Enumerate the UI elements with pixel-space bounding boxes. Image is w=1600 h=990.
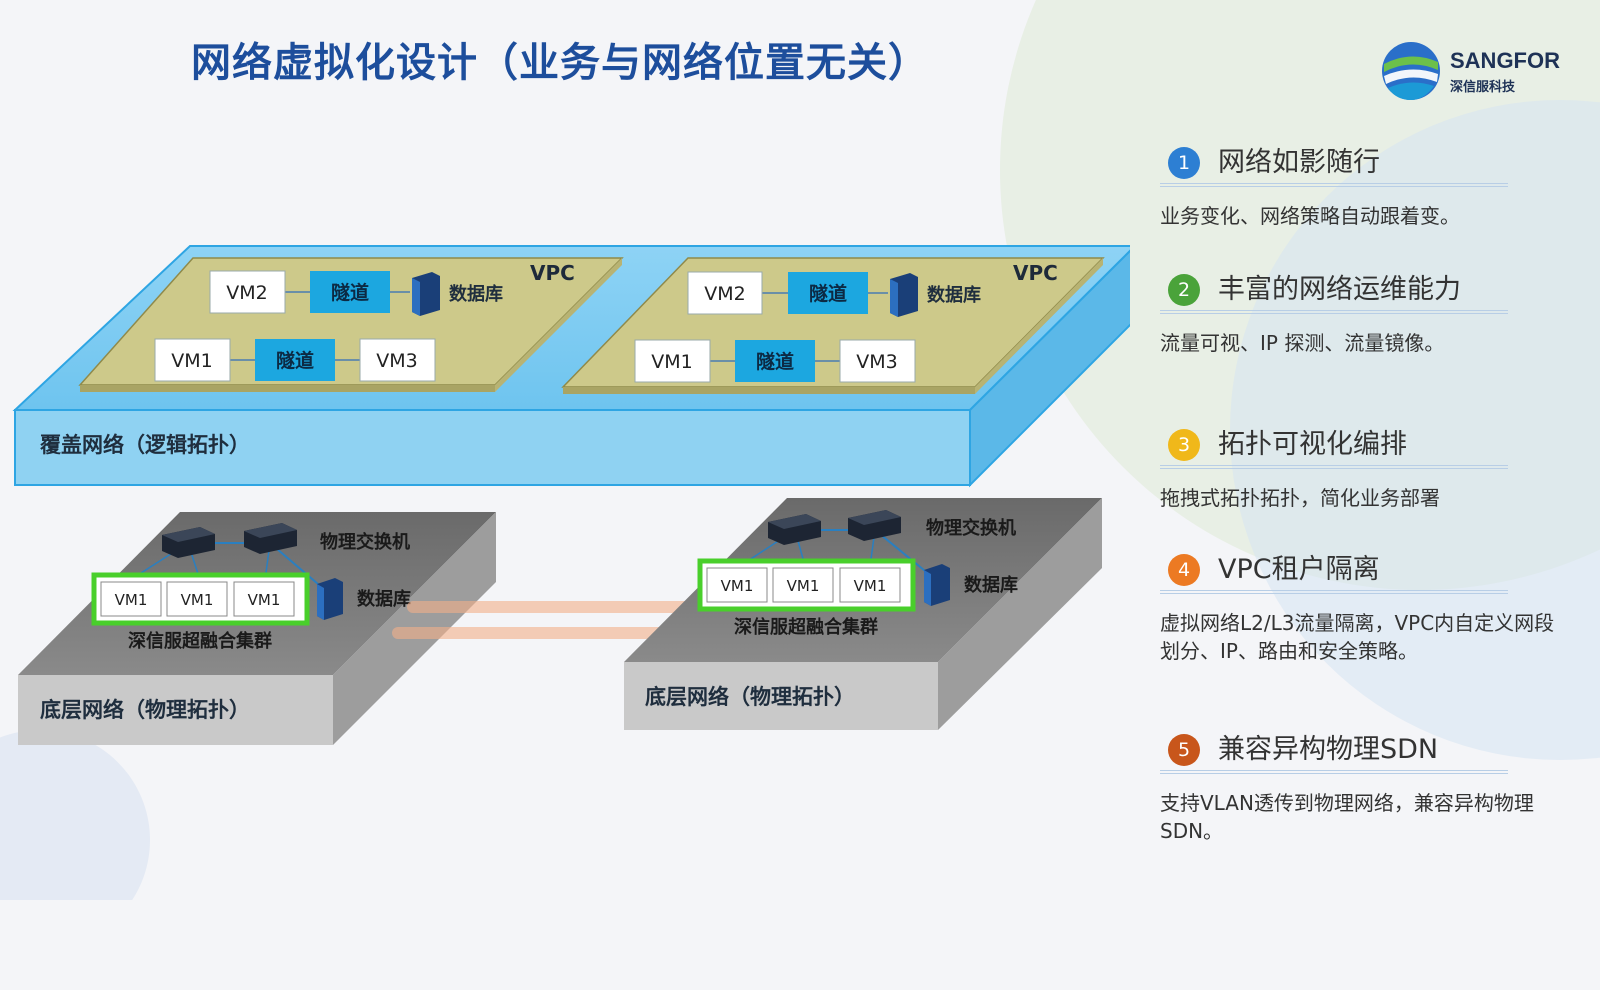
logo-subtitle: 深信服科技 — [1450, 80, 1516, 95]
hci-cluster-label: 深信服超融合集群 — [128, 630, 272, 652]
physical-switch-icon — [244, 523, 297, 554]
database-label: 数据库 — [357, 588, 411, 610]
database-server-icon — [924, 564, 950, 606]
database-label: 数据库 — [449, 283, 503, 305]
hci-cluster: VM1 VM1 VM1 — [91, 572, 310, 626]
tunnel-node: 隧道 — [735, 340, 815, 382]
feature-item-5: 5 兼容异构物理SDN 支持VLAN透传到物理网络，兼容异构物理SDN。 — [1160, 730, 1580, 845]
vm-node: VM2 — [209, 270, 286, 314]
svg-text:VM3: VM3 — [376, 350, 417, 372]
underlay-network-label: 底层网络（物理拓扑） — [645, 685, 855, 709]
vm-node: VM1 — [721, 577, 754, 595]
svg-text:VM3: VM3 — [856, 351, 897, 373]
feature-description: 流量可视、IP 探测、流量镜像。 — [1160, 331, 1445, 355]
page-title: 网络虚拟化设计（业务与网络位置无关） — [191, 40, 929, 86]
feature-item-3: 3 拓扑可视化编排 拖拽式拓扑拓扑，简化业务部署 — [1160, 425, 1580, 512]
vpc-plane-2: VPC VM2 隧道 数据库 VM1 隧道 VM3 — [561, 257, 1105, 394]
vm-node: VM2 — [687, 271, 763, 315]
feature-description: 支持VLAN透传到物理网络，兼容异构物理SDN。 — [1160, 791, 1534, 843]
svg-text:隧道: 隧道 — [331, 281, 369, 304]
vm-node: VM1 — [154, 338, 231, 382]
globe-logo-icon — [1382, 42, 1440, 100]
vm-node: VM1 — [634, 339, 711, 383]
physical-switch-icon — [848, 510, 901, 541]
vm-node: VM1 — [854, 577, 887, 595]
feature-description: 拖拽式拓扑拓扑，简化业务部署 — [1160, 486, 1440, 510]
background-decoration — [0, 0, 1600, 900]
svg-text:VM1: VM1 — [651, 351, 692, 373]
hci-cluster-label: 深信服超融合集群 — [734, 616, 878, 638]
underlay-network-slab-2: 底层网络（物理拓扑） 物理交换机 VM1 VM1 VM1 深信服超融合集群 — [624, 498, 1102, 730]
vm-node: VM3 — [839, 339, 916, 383]
database-server-icon — [317, 578, 343, 620]
physical-switch-icon — [768, 514, 821, 545]
vm-node: VM1 — [248, 591, 281, 609]
logo-name: SANGFOR — [1450, 48, 1560, 73]
vpc-2-label: VPC — [1013, 261, 1058, 285]
tunnel-node: 隧道 — [310, 271, 390, 313]
feature-item-1: 1 网络如影随行 业务变化、网络策略自动跟着变。 — [1160, 143, 1580, 230]
vm-node: VM1 — [181, 591, 214, 609]
tunnel-node: 隧道 — [255, 339, 335, 381]
feature-title: 网络如影随行 — [1218, 147, 1380, 178]
physical-switch-label: 物理交换机 — [926, 517, 1016, 539]
number-badge-icon: 4 — [1168, 554, 1200, 586]
feature-description: 业务变化、网络策略自动跟着变。 — [1160, 204, 1460, 228]
feature-title: 丰富的网络运维能力 — [1218, 274, 1461, 305]
physical-switch-icon — [162, 527, 215, 558]
feature-title: VPC租户隔离 — [1218, 554, 1380, 585]
sangfor-logo: SANGFOR 深信服科技 — [1380, 40, 1580, 106]
hci-cluster: VM1 VM1 VM1 — [697, 558, 916, 612]
svg-text:隧道: 隧道 — [809, 282, 847, 305]
feature-title: 兼容异构物理SDN — [1218, 734, 1439, 765]
feature-title: 拓扑可视化编排 — [1218, 429, 1407, 460]
feature-item-2: 2 丰富的网络运维能力 流量可视、IP 探测、流量镜像。 — [1160, 270, 1580, 357]
number-badge-icon: 2 — [1168, 274, 1200, 306]
number-badge-icon: 5 — [1168, 734, 1200, 766]
feature-item-4: 4 VPC租户隔离 虚拟网络L2/L3流量隔离，VPC内自定义网段划分、IP、路… — [1160, 550, 1580, 665]
overlay-network-label: 覆盖网络（逻辑拓扑） — [40, 433, 250, 457]
svg-text:VM2: VM2 — [704, 283, 745, 305]
number-badge-icon: 3 — [1168, 429, 1200, 461]
svg-text:VM2: VM2 — [226, 282, 267, 304]
physical-switch-label: 物理交换机 — [320, 531, 410, 553]
number-badge-icon: 1 — [1168, 147, 1200, 179]
underlay-network-label: 底层网络（物理拓扑） — [40, 698, 250, 722]
database-server-icon — [412, 272, 440, 316]
svg-text:VM1: VM1 — [171, 350, 212, 372]
svg-text:隧道: 隧道 — [276, 349, 314, 372]
feature-description: 虚拟网络L2/L3流量隔离，VPC内自定义网段划分、IP、路由和安全策略。 — [1160, 611, 1555, 663]
vm-node: VM1 — [787, 577, 820, 595]
underlay-link — [392, 601, 701, 639]
vm-node: VM3 — [359, 338, 436, 382]
database-server-icon — [890, 273, 918, 317]
network-diagram: 覆盖网络（逻辑拓扑） VPC VM2 隧道 数据库 VM1 隧道 — [12, 245, 1130, 745]
vpc-plane-1: VPC VM2 隧道 数据库 VM1 隧道 VM3 — [78, 257, 624, 392]
tunnel-node: 隧道 — [788, 272, 868, 314]
vpc-1-label: VPC — [530, 261, 575, 285]
database-label: 数据库 — [964, 574, 1018, 596]
vm-node: VM1 — [115, 591, 148, 609]
database-label: 数据库 — [927, 284, 981, 306]
svg-text:隧道: 隧道 — [756, 350, 794, 373]
